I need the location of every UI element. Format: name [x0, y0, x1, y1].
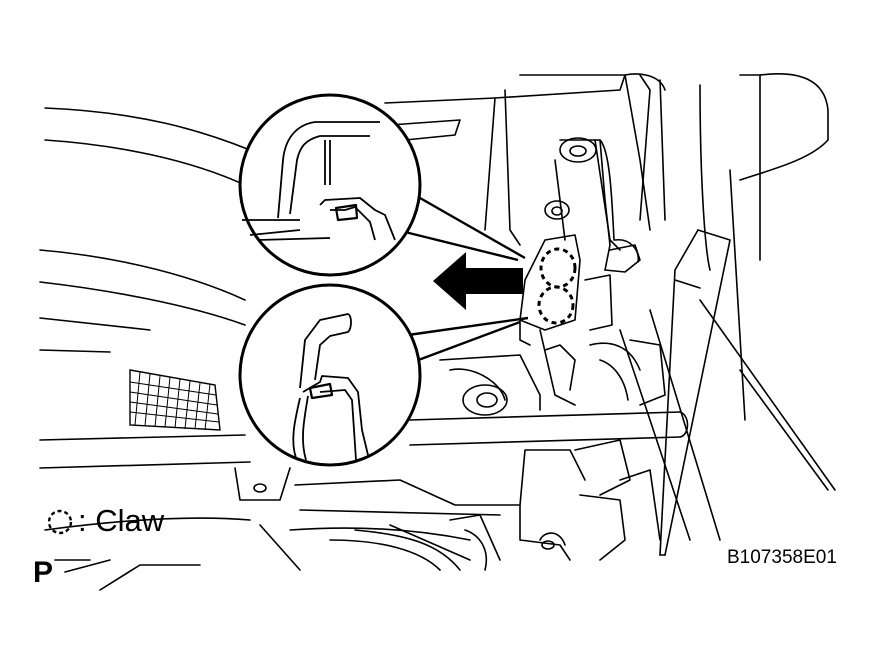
callout-leaders: [404, 196, 529, 367]
figure-code: B107358E01: [727, 547, 837, 568]
legend-label: : Claw: [78, 503, 165, 538]
detail-view-lower: [238, 283, 422, 467]
detail-view-upper: [238, 93, 422, 277]
view-marker: P: [33, 556, 53, 589]
legend: : Claw: [47, 503, 165, 538]
claw-lower-marker: [537, 285, 575, 325]
claw-upper-marker: [539, 247, 577, 289]
vehicle-structure-linework: [39, 73, 836, 591]
grille-hatch: [129, 369, 221, 431]
removal-direction-arrow-icon: [433, 252, 523, 310]
claw-markers: [537, 247, 577, 325]
dashed-circle-icon: [47, 509, 73, 535]
